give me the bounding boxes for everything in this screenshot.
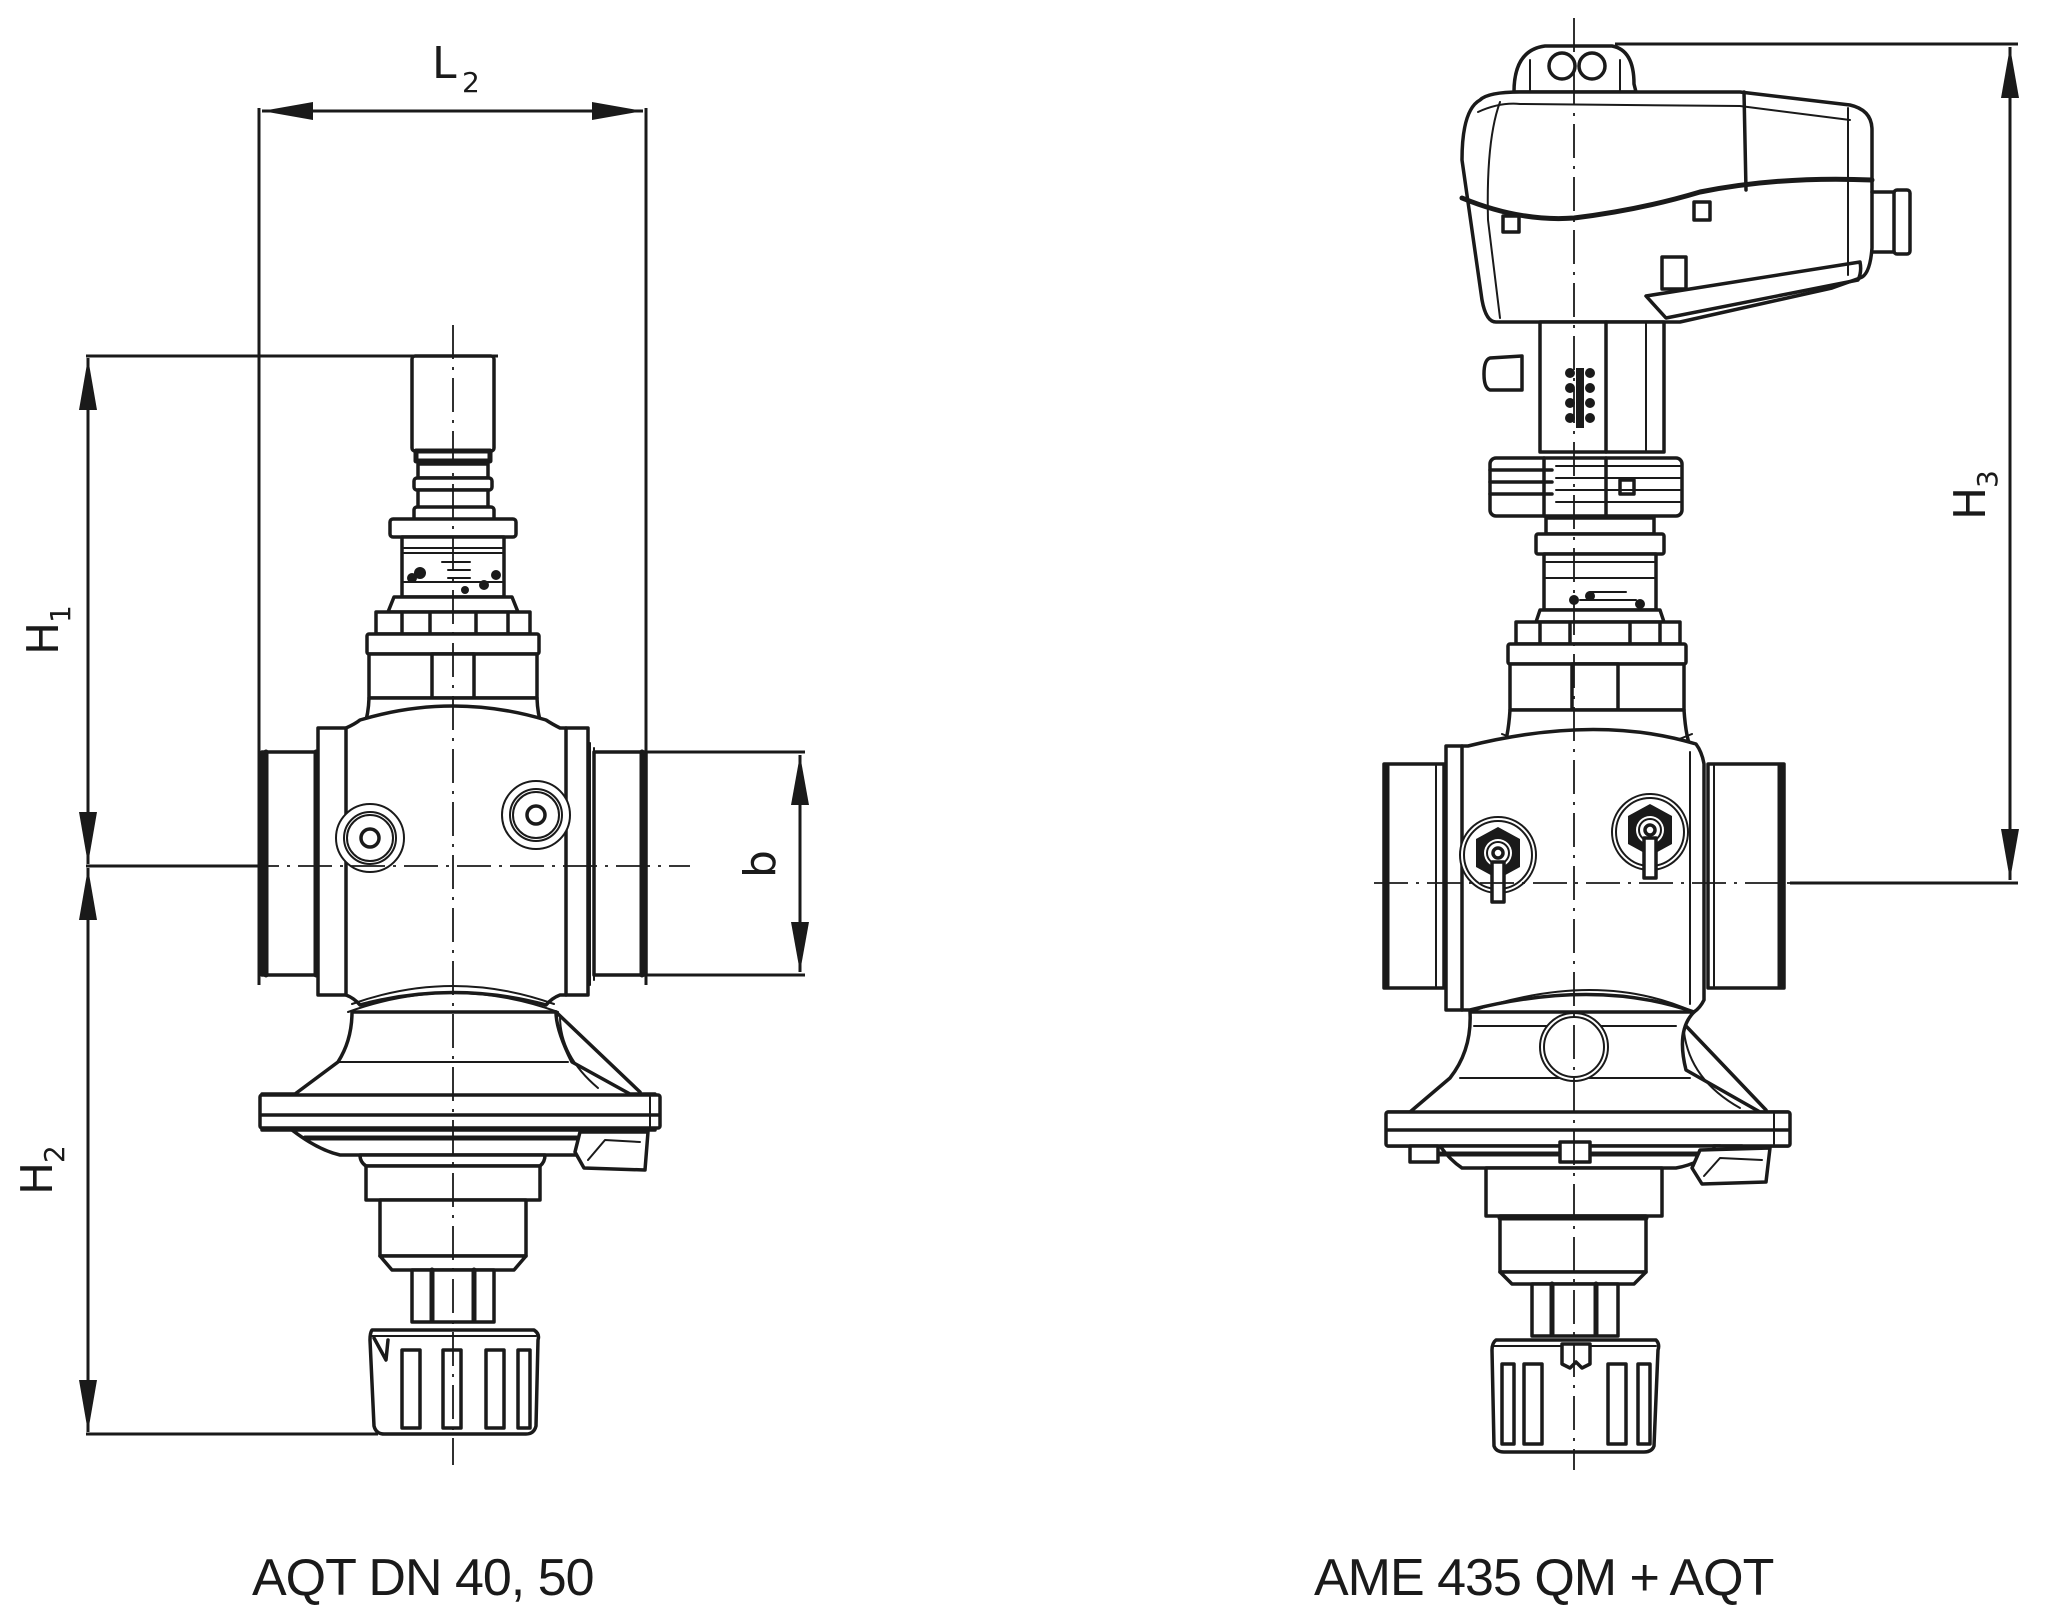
- diaphragm-housing-right: [1384, 1010, 1792, 1454]
- dim-label-h2: H: [12, 1162, 63, 1195]
- valve-body-right: [1444, 727, 1706, 1014]
- dim-sub-h3: 3: [1971, 470, 2004, 488]
- ame435-actuator-valve-drawing: H 3: [1374, 18, 2019, 1470]
- pipe-connections-right: [1382, 762, 1786, 990]
- dim-sub-h2: 2: [38, 1145, 71, 1163]
- caption-left: AQT DN 40, 50: [252, 1549, 595, 1607]
- dim-label-h1: H: [18, 622, 69, 655]
- dim-sub-h1: 1: [44, 605, 77, 623]
- aqt-valve-drawing: L 2 H 1 H 2: [12, 38, 809, 1465]
- actuator-yoke: [1482, 320, 1688, 712]
- actuator-housing: [1459, 44, 1912, 324]
- dimension-h3: H 3: [1615, 42, 2019, 885]
- dim-label-l2: L: [432, 38, 457, 89]
- diaphragm-housing: [258, 1010, 662, 1436]
- dimension-b: b: [646, 750, 809, 977]
- pipe-connections: [260, 742, 648, 986]
- dim-label-h3: H: [1945, 487, 1996, 520]
- dim-label-b: b: [735, 850, 786, 878]
- caption-right: AME 435 QM + AQT: [1314, 1549, 1774, 1607]
- dim-sub-l2: 2: [462, 66, 480, 99]
